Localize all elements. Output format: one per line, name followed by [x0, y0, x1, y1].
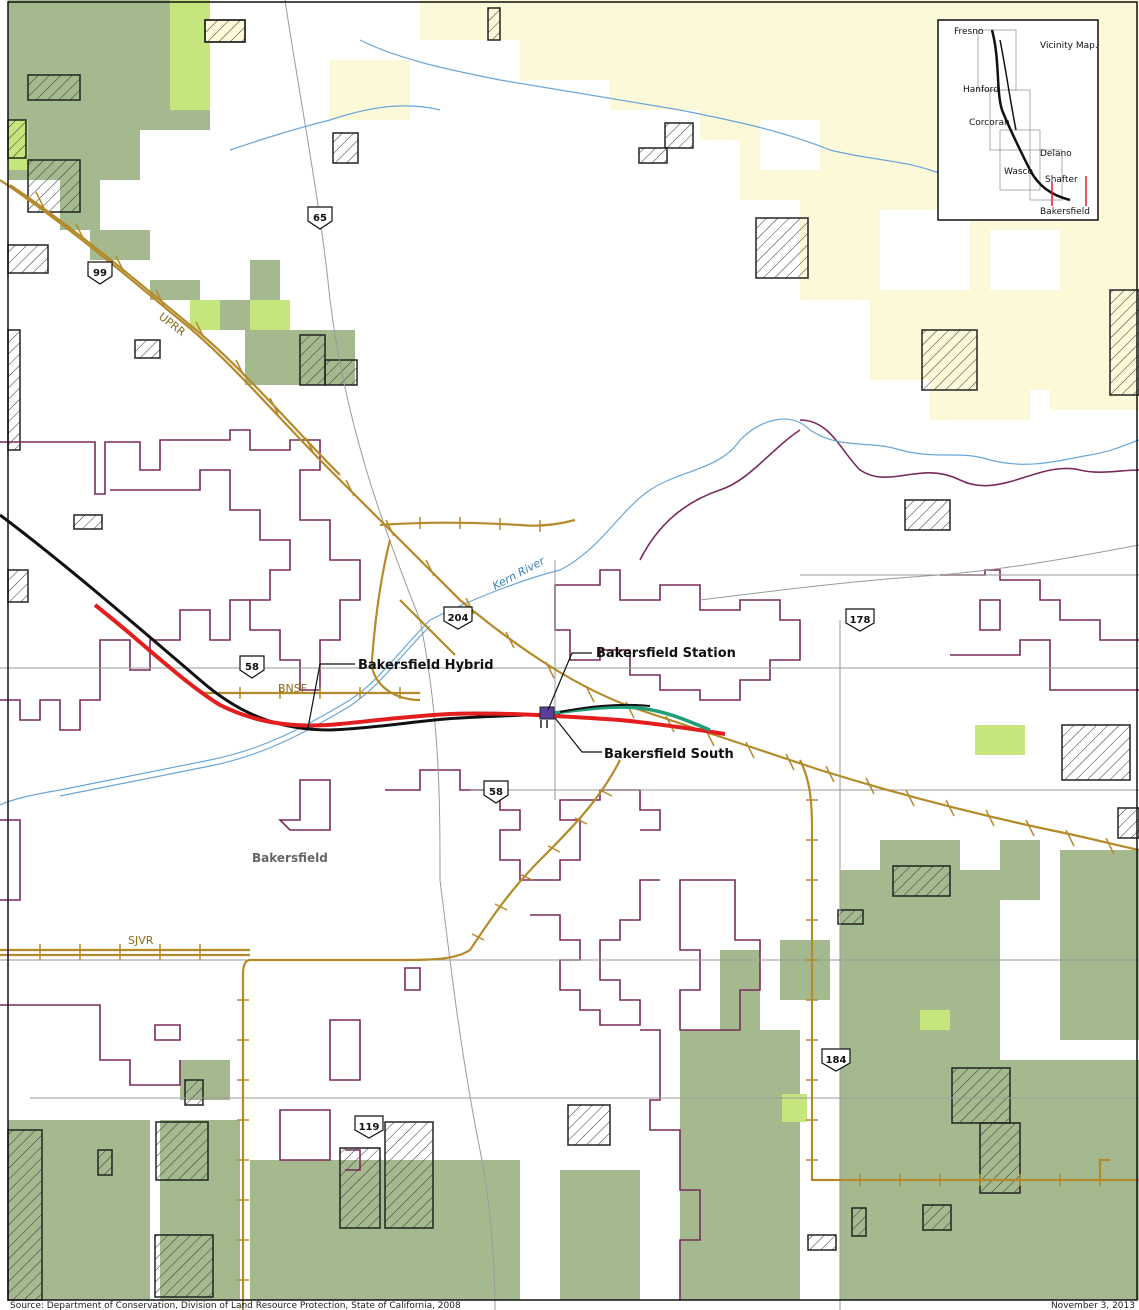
- source-note: Source: Department of Conservation, Divi…: [10, 1301, 461, 1310]
- svg-text:65: 65: [313, 213, 327, 224]
- alignment-hybrid-black: [0, 513, 561, 732]
- label-bakersfield-south: Bakersfield South: [604, 747, 734, 762]
- alignment-hybrid-red: [93, 603, 726, 736]
- station-marker[interactable]: [539, 706, 555, 728]
- highway-shield-65: 65: [307, 206, 333, 230]
- svg-text:184: 184: [826, 1055, 847, 1066]
- svg-text:58: 58: [245, 662, 259, 673]
- vicinity-shafter: Shafter: [1045, 175, 1078, 185]
- urban-boundaries: [0, 419, 1139, 1300]
- svg-text:119: 119: [359, 1122, 380, 1133]
- rr-label-sjvr: SJVR: [128, 934, 154, 947]
- city-label-bakersfield: Bakersfield: [252, 851, 328, 865]
- vicinity-bakersfield: Bakersfield: [1040, 207, 1090, 217]
- hsr-alignments: [0, 513, 726, 736]
- svg-text:204: 204: [448, 613, 469, 624]
- railroads: [0, 179, 1139, 1310]
- highway-shield-178: 178: [845, 608, 875, 632]
- map-date: November 3, 2013: [1051, 1301, 1135, 1310]
- svg-text:178: 178: [850, 615, 871, 626]
- highway-shield-58-east: 58: [483, 780, 509, 804]
- label-bakersfield-station: Bakersfield Station: [596, 646, 736, 661]
- vicinity-corcoran: Corcoran: [969, 118, 1010, 128]
- svg-text:58: 58: [489, 787, 503, 798]
- railroad-ticks: [35, 191, 1115, 1281]
- highway-shield-184: 184: [821, 1048, 851, 1072]
- highway-shield-58-west: 58: [239, 655, 265, 679]
- highway-shield-204: 204: [443, 606, 473, 630]
- hatched-parcels: [7, 7, 1139, 1301]
- vicinity-title: Vicinity Map.: [1040, 41, 1098, 51]
- vicinity-map-inset[interactable]: Vicinity Map. Fresno Hanford Corcoran De…: [937, 19, 1099, 221]
- vicinity-wasco: Wasco: [1004, 167, 1033, 177]
- vicinity-fresno: Fresno: [954, 27, 984, 37]
- svg-text:99: 99: [93, 268, 107, 279]
- callout-leaders: [307, 652, 602, 753]
- map-border: [7, 1, 1138, 1301]
- vicinity-hanford: Hanford: [963, 85, 999, 95]
- label-bakersfield-hybrid: Bakersfield Hybrid: [358, 658, 494, 673]
- highway-shield-119: 119: [354, 1115, 384, 1139]
- vicinity-delano: Delano: [1040, 149, 1072, 159]
- alignment-south-teal: [544, 705, 711, 732]
- prime-areas-south: [782, 725, 1025, 1122]
- kern-river: [0, 39, 1139, 806]
- rr-label-bnsf: BNSF: [278, 682, 307, 695]
- highway-shield-99: 99: [87, 261, 113, 285]
